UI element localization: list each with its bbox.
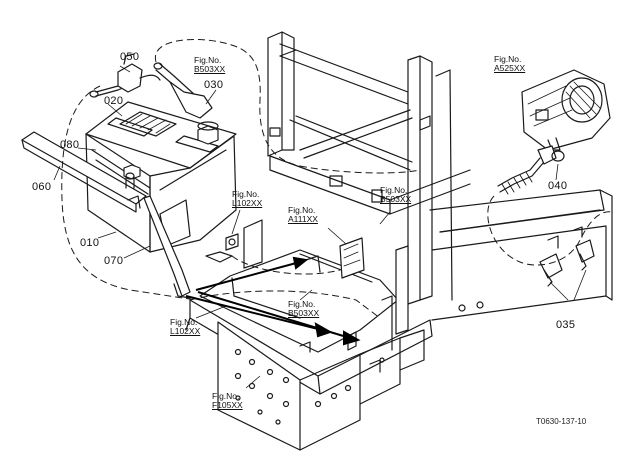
bracket-parts [205,219,365,279]
part-label-010: 010 [80,237,100,249]
fig-prefix: Fig.No. [212,391,240,401]
fig-prefix: Fig.No. [170,317,198,327]
fig-ref-code: B503XX [194,63,226,74]
fig-ref-code: B503XX [380,193,412,204]
fig-ref-b503-bottom: Fig.No. B503XX [288,300,319,318]
fig-ref-l102-left: Fig.No. L102XX [170,318,200,336]
battery-assembly-outline [61,85,197,301]
part-label-070: 070 [104,255,124,267]
fig-ref-a525: Fig.No. A525XX [494,55,525,73]
harness-route-right [299,165,421,174]
part-label-020: 020 [104,95,124,107]
ground-route [189,290,381,319]
frame-structure [185,31,613,451]
hold-down-bar-060 [21,131,147,213]
fig-ref-code: A111XX [288,213,318,224]
part-label-060: 060 [32,181,52,193]
starter-cable-040 [497,145,565,195]
fig-ref-b503-right: Fig.No. B503XX [380,186,411,204]
fig-prefix: Fig.No. [232,189,260,199]
fig-ref-b503-top: Fig.No. B503XX [194,56,225,74]
starter-motor [521,69,611,151]
cable-route-outline [155,39,301,167]
part-label-050: 050 [120,51,140,63]
fig-ref-f105: Fig.No. F105XX [212,392,243,410]
fig-prefix: Fig.No. [288,299,316,309]
hook-bolt-070 [143,195,191,299]
part-label-080: 080 [60,139,80,151]
fig-ref-code: L102XX [232,197,263,208]
fig-ref-code: A525XX [494,62,526,73]
fig-prefix: Fig.No. [288,205,316,215]
positive-cable-030 [153,62,213,119]
connectors-035 [539,239,595,287]
part-label-040: 040 [548,180,568,192]
part-label-030: 030 [204,79,224,91]
fig-ref-code: B503XX [288,307,320,318]
drawing-code: T0630-137-10 [536,417,587,426]
fig-prefix: Fig.No. [494,54,522,64]
fig-ref-code: L102XX [170,325,201,336]
harness-route-center [231,255,341,275]
fig-prefix: Fig.No. [380,185,408,195]
fig-ref-l102-mid: Fig.No. L102XX [232,190,262,208]
part-label-035: 035 [556,319,576,331]
fig-prefix: Fig.No. [194,55,222,65]
negative-cable-050 [89,53,161,98]
fig-ref-code: F105XX [212,399,243,410]
fig-ref-a111: Fig.No. A111XX [288,206,318,224]
